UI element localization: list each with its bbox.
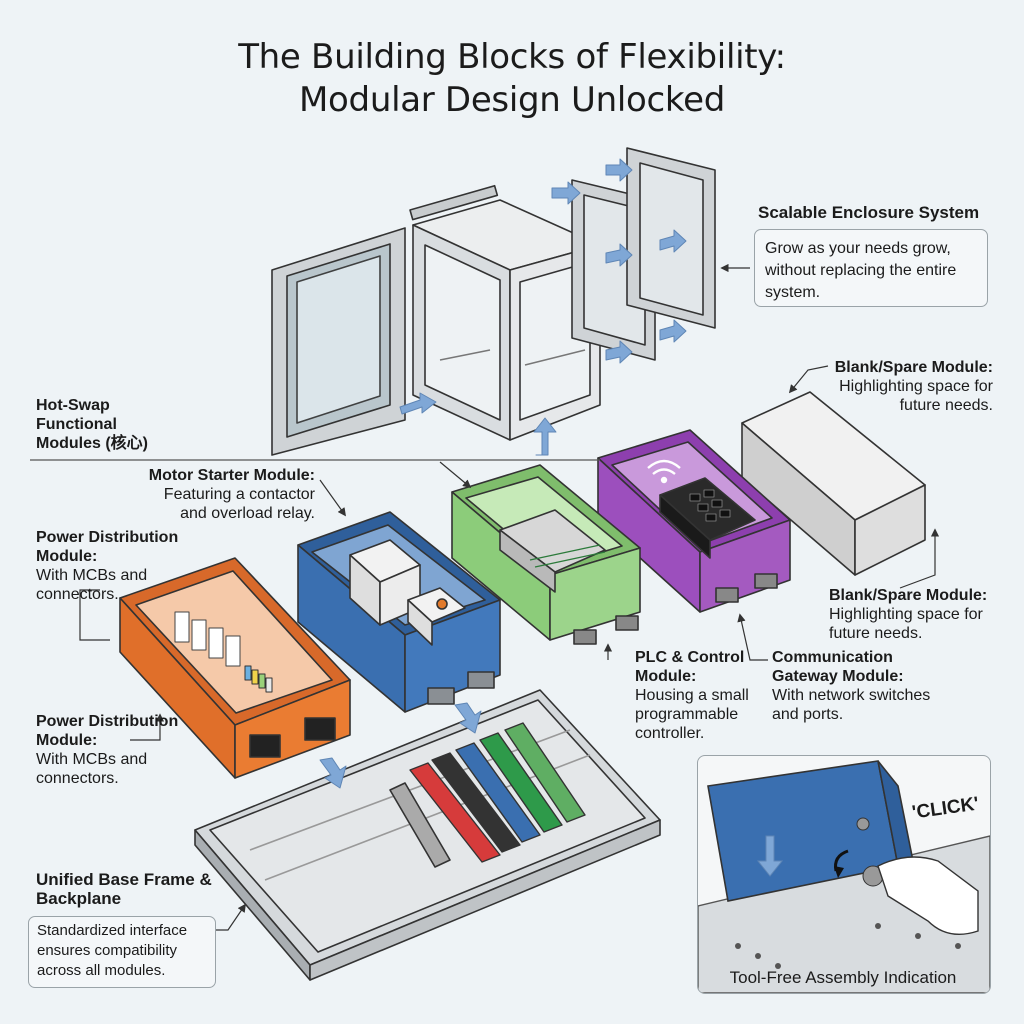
enclosure-left-door — [271, 227, 406, 456]
arrow-icon — [659, 319, 687, 343]
arrow-icon — [605, 243, 633, 267]
enclosure-system — [271, 147, 716, 456]
arrow-icon — [533, 417, 557, 456]
motor-starter-module-graphic — [297, 511, 501, 713]
motor-label: Motor Starter Module: Featuring a contac… — [140, 466, 315, 523]
arrow-icon — [399, 392, 437, 415]
communication-gateway-module-graphic — [597, 429, 791, 613]
title-line-1: The Building Blocks of Flexibility: — [238, 37, 786, 77]
arrow-icon — [551, 181, 581, 205]
power-label-1: Power Distribution Module: With MCBs and… — [36, 528, 186, 604]
blank-module-label-bottom: Blank/Spare Module: Highlighting space f… — [829, 586, 1004, 643]
comm-heading: Communication Gateway Module: — [772, 649, 904, 685]
title-line-2: Modular Design Unlocked — [299, 80, 725, 120]
hand-icon — [877, 856, 979, 935]
plc-text: Housing a small programmable controller. — [635, 687, 749, 742]
unified-base-frame-graphic — [194, 689, 661, 981]
down-arrow-icon — [756, 835, 784, 877]
tool-free-assembly-inset — [697, 755, 991, 994]
hotswap-label: Hot-Swap Functional Modules (核心) — [36, 396, 176, 453]
enclosure-description-box: Grow as your needs grow, without replaci… — [754, 229, 988, 307]
power1-text: With MCBs and connectors. — [36, 567, 148, 603]
inset-illustration — [698, 760, 990, 993]
base-description: Standardized interface ensures compatibi… — [37, 922, 188, 979]
blank-top-heading: Blank/Spare Module: — [834, 359, 993, 376]
comm-text: With network switches and ports. — [772, 687, 931, 723]
blank-top-text: Highlighting space for future needs. — [839, 378, 993, 414]
hotswap-heading: Hot-Swap Functional Modules (核心) — [36, 397, 148, 452]
power-distribution-module-graphic — [119, 557, 351, 779]
blank-bottom-heading: Blank/Spare Module: — [829, 587, 988, 604]
blank-spare-module-graphic — [741, 391, 926, 576]
plc-label: PLC & Control Module: Housing a small pr… — [635, 648, 770, 743]
motor-heading: Motor Starter Module: — [148, 467, 315, 484]
enclosure-body — [409, 184, 601, 441]
motor-text: Featuring a contactor and overload relay… — [163, 486, 315, 522]
arrow-icon — [605, 158, 633, 182]
blank-bottom-text: Highlighting space for future needs. — [829, 606, 983, 642]
enclosure-heading: Scalable Enclosure System — [758, 203, 980, 222]
blank-module-label-top: Blank/Spare Module: Highlighting space f… — [828, 358, 993, 415]
arrow-icon — [605, 340, 633, 364]
base-heading: Unified Base Frame & Backplane — [36, 870, 212, 908]
arrow-icon — [454, 702, 482, 734]
inset-caption: Tool-Free Assembly Indication — [729, 968, 957, 987]
plc-heading: PLC & Control Module: — [635, 649, 745, 685]
page-title: The Building Blocks of Flexibility: Modu… — [0, 36, 1024, 122]
base-description-box: Standardized interface ensures compatibi… — [28, 916, 216, 988]
plc-control-module-graphic — [451, 464, 641, 645]
arrow-icon — [659, 229, 687, 253]
power2-text: With MCBs and connectors. — [36, 751, 148, 787]
power1-heading: Power Distribution Module: — [36, 529, 179, 565]
arrow-icon — [319, 757, 347, 789]
base-heading-label: Unified Base Frame & Backplane — [36, 870, 216, 908]
power-label-2: Power Distribution Module: With MCBs and… — [36, 712, 196, 788]
enclosure-description: Grow as your needs grow, without replaci… — [765, 240, 957, 301]
enclosure-side-panels — [571, 147, 716, 361]
wifi-icon — [647, 459, 681, 484]
power2-heading: Power Distribution Module: — [36, 713, 179, 749]
comm-label: Communication Gateway Module: With netwo… — [772, 648, 947, 724]
